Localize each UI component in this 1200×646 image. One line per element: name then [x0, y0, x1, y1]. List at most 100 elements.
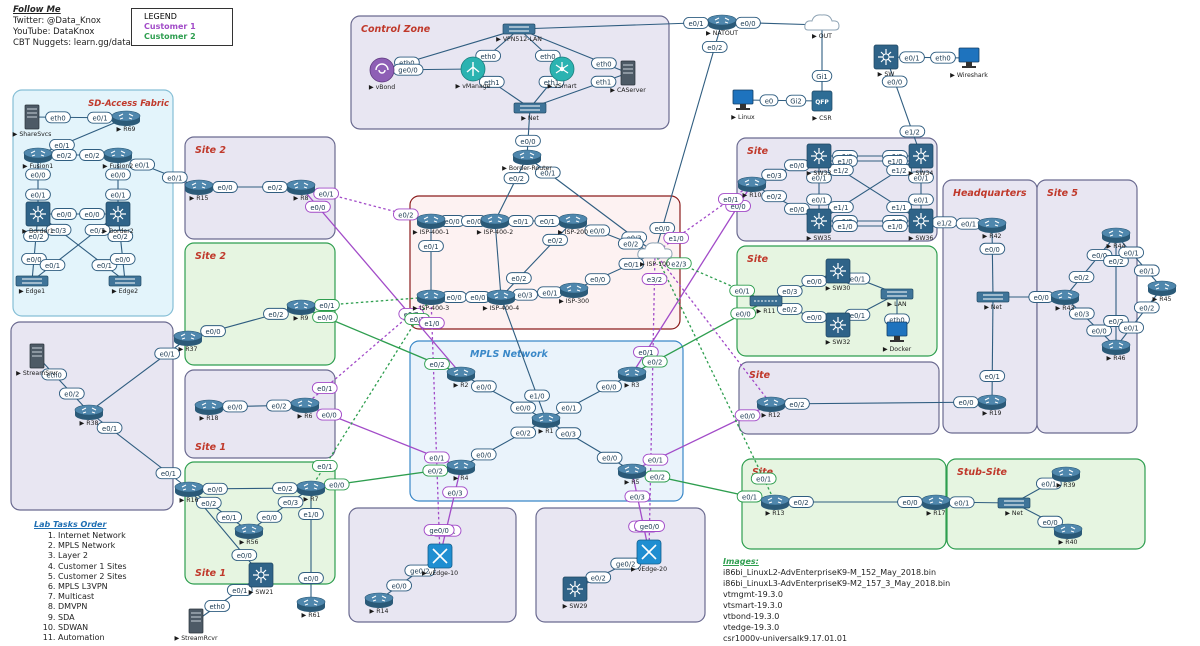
node-natout[interactable]: ▶ NATOUT [706, 14, 738, 37]
link-isp100-r12 [654, 252, 772, 405]
node-r16[interactable]: ▶ R16 [174, 481, 204, 504]
port-label-text: e0/0 [887, 79, 902, 87]
node-r42[interactable]: ▶ R42 [977, 217, 1007, 240]
node-isp200[interactable]: ▶ ISP-200 [558, 213, 588, 236]
node-r61[interactable]: ▶ R61 [296, 596, 326, 619]
node-border1[interactable]: ▶ Border1 [22, 201, 54, 235]
node-r18[interactable]: ▶ R18 [194, 399, 224, 422]
node-r69[interactable]: ▶ R69 [111, 110, 141, 133]
node-r11[interactable]: ▶ R11 [749, 295, 783, 315]
node-r38[interactable]: ▶ R38 [74, 404, 104, 427]
node-sw34[interactable]: ▶ SW34 [908, 143, 934, 177]
node-edge2[interactable]: ▶ Edge2 [108, 275, 142, 295]
port-label: e1/0 [419, 317, 445, 329]
node-sw36[interactable]: ▶ SW36 [908, 208, 934, 242]
node-caserver[interactable]: ▶ CAServer [610, 60, 646, 94]
node-sw30[interactable]: ▶ SW30 [825, 258, 851, 292]
port-label-text: e0/2 [28, 233, 43, 241]
port-label: e0/1 [155, 467, 182, 480]
node-wireshark[interactable]: ▶ Wireshark [950, 47, 988, 79]
node-sw32[interactable]: ▶ SW32 [825, 312, 851, 346]
node-vedge10[interactable]: ▶ vEdge-10 [422, 543, 458, 577]
node-net[interactable]: ▶ Net [513, 102, 547, 122]
router-icon-top [617, 463, 647, 475]
port-label-text: e0/0 [902, 499, 917, 507]
node-r8[interactable]: ▶ R8 [286, 179, 316, 202]
node-vsmart[interactable]: ▶ vSmart [547, 56, 577, 90]
router-icon-top [486, 289, 516, 301]
port-label: ge0/0 [423, 524, 455, 536]
node-r3[interactable]: ▶ R3 [617, 366, 647, 389]
node-lan[interactable]: ▶ LAN [880, 288, 914, 308]
node-docker[interactable]: ▶ Docker [883, 321, 912, 353]
link-r5-vedge20 [631, 470, 650, 553]
node-vpn512[interactable]: ▶ VPN512-LAN [496, 23, 542, 43]
node-sw21[interactable]: ▶ SW21 [248, 562, 274, 596]
node-isp100[interactable]: ▶ ISP-100 [637, 242, 673, 268]
node-isp300[interactable]: ▶ ISP-300 [559, 282, 589, 305]
node-csr[interactable]: QFP▶ CSR [811, 90, 833, 122]
port-label-text: e0/2 [1139, 304, 1154, 312]
node-isp4002[interactable]: ▶ ISP-400-2 [477, 213, 513, 236]
node-r44[interactable]: ▶ R44 [1101, 227, 1131, 250]
node-r43[interactable]: ▶ R43 [1050, 289, 1080, 312]
port-label-text: e0/0 [1092, 328, 1107, 336]
node-sharesvcs[interactable]: ▶ ShareSvcs [13, 104, 52, 138]
node-r1[interactable]: ▶ R1 [531, 412, 561, 435]
node-r15[interactable]: ▶ R15 [184, 179, 214, 202]
node-edge1[interactable]: ▶ Edge1 [15, 275, 49, 295]
router-icon-arrows [744, 179, 760, 186]
port-label-pill [828, 201, 854, 213]
node-r46[interactable]: ▶ R46 [1101, 339, 1131, 362]
node-isp4003[interactable]: ▶ ISP-400-3 [413, 289, 449, 312]
node-borderrouter[interactable]: ▶ Border-Router [502, 149, 552, 172]
node-vmanage[interactable]: ▶ vManage [456, 56, 491, 90]
node-r56[interactable]: ▶ R56 [234, 523, 264, 546]
port-label: e1/2 [899, 125, 926, 138]
node-fusion1[interactable]: ▶ Fusion1 [23, 147, 54, 170]
node-vedge20[interactable]: ▶ vEdge-20 [631, 539, 667, 573]
router-icon-arrows [487, 216, 503, 223]
node-streamsrvr[interactable]: ▶ StreamSrvr [16, 343, 58, 377]
node-streamrcvr[interactable]: ▶ StreamRcvr [174, 608, 218, 642]
node-nethq[interactable]: ▶ Net [976, 291, 1010, 311]
node-r39[interactable]: ▶ R39 [1051, 466, 1081, 489]
node-isp4004[interactable]: ▶ ISP-400-4 [483, 289, 519, 312]
node-sw[interactable]: ▶ SW [873, 44, 899, 78]
node-sw33[interactable]: ▶ SW33 [806, 143, 832, 177]
port-label: e0/1 [1035, 477, 1062, 490]
port-label-text: e0/2 [429, 361, 444, 369]
node-r19[interactable]: ▶ R19 [977, 394, 1007, 417]
node-r14[interactable]: ▶ R14 [364, 592, 394, 615]
port-label: e0/3 [624, 490, 651, 503]
node-r6[interactable]: ▶ R6 [290, 397, 320, 420]
node-netstub[interactable]: ▶ Net [997, 497, 1031, 517]
node-r10[interactable]: ▶ R10 [737, 176, 767, 199]
node-isp4001[interactable]: ▶ ISP-400-1 [413, 213, 449, 236]
router-icon-top [23, 147, 53, 159]
node-sw35[interactable]: ▶ SW35 [806, 208, 832, 242]
router-icon-top [194, 399, 224, 411]
port-label: e0/0 [979, 242, 1006, 255]
node-fusion2[interactable]: ▶ Fusion2 [103, 147, 134, 170]
node-r40[interactable]: ▶ R40 [1053, 523, 1083, 546]
node-r45[interactable]: ▶ R45 [1147, 280, 1177, 303]
node-border2[interactable]: ▶ Border2 [102, 201, 134, 235]
node-r2[interactable]: ▶ R2 [446, 366, 476, 389]
node-r9[interactable]: ▶ R9 [286, 299, 316, 322]
node-out[interactable]: ▶ OUT [804, 14, 840, 40]
node-linux[interactable]: ▶ Linux [731, 89, 755, 121]
node-r17[interactable]: ▶ R17 [921, 494, 951, 517]
port-label: e0/2 [58, 387, 85, 400]
node-r37[interactable]: ▶ R37 [173, 330, 203, 353]
node-sw29[interactable]: ▶ SW29 [562, 576, 588, 610]
port-label-pill [542, 233, 568, 246]
node-vbond[interactable]: ▶ vBond [369, 57, 395, 91]
port-label: e1/1 [828, 201, 854, 213]
node-r12[interactable]: ▶ R12 [756, 396, 786, 419]
port-label: e0/0 [105, 168, 131, 181]
node-r4[interactable]: ▶ R4 [446, 459, 476, 482]
node-r13[interactable]: ▶ R13 [760, 494, 790, 517]
node-r5[interactable]: ▶ R5 [617, 463, 647, 486]
node-r7[interactable]: ▶ R7 [296, 480, 326, 503]
